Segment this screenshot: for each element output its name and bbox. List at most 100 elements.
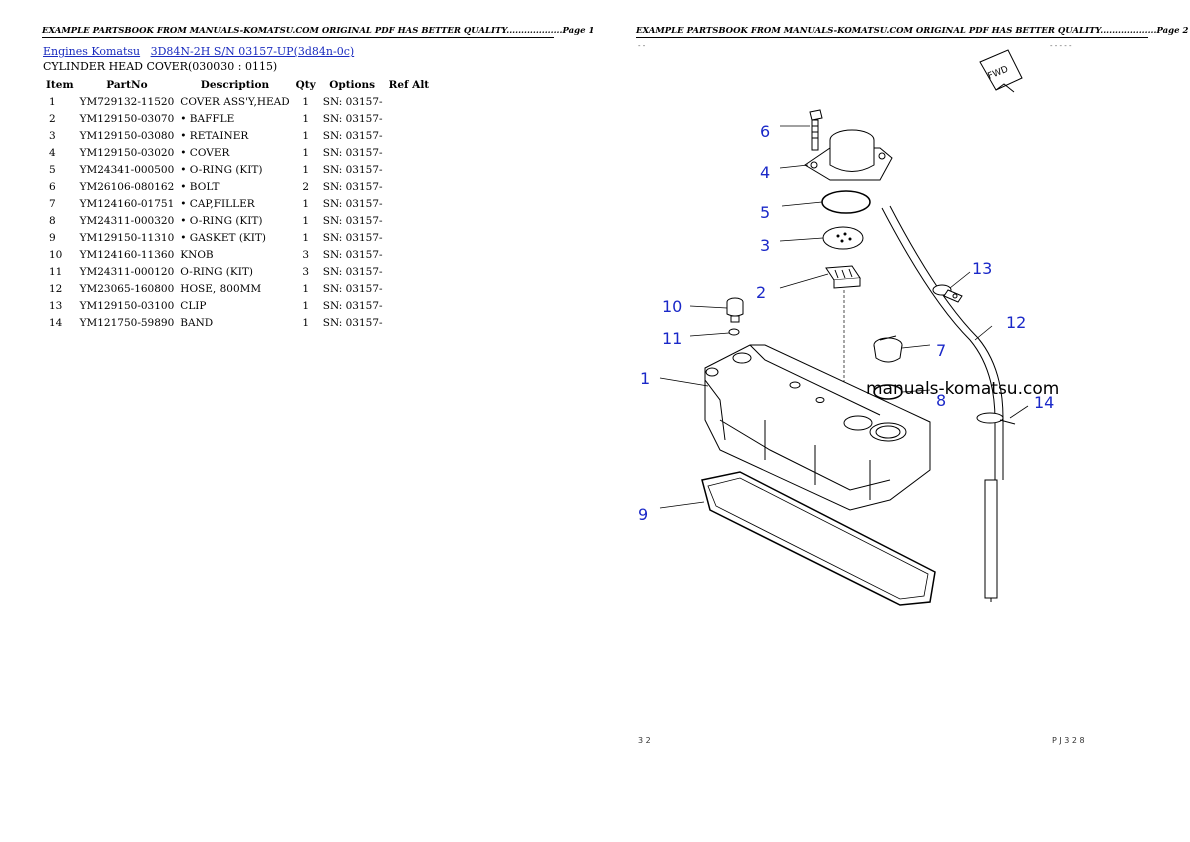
table-cell-ref-alt [386,212,433,229]
table-cell-description: BAND [180,316,214,329]
table-cell-partno: YM129150-03080 [79,129,175,142]
table-cell-description: HOSE, 800MM [180,282,262,295]
table-cell-description: • GASKET (KIT) [180,231,267,244]
table-cell-ref-alt [386,127,433,144]
table-cell-item: 3 [49,129,56,142]
table-cell-description: • CAP,FILLER [180,197,255,210]
table-cell-options: SN: 03157- [322,231,383,244]
table-cell-qty: 1 [302,129,310,142]
table-cell-qty: 3 [302,265,310,278]
page2-header: EXAMPLE PARTSBOOK FROM MANUALS-KOMATSU.C… [636,26,1189,36]
table-cell-ref-alt [386,178,433,195]
callout-11: 11 [662,329,682,348]
table-cell-options: SN: 03157- [322,163,383,176]
table-cell-qty: 1 [302,282,310,295]
table-cell-item: 12 [49,282,63,295]
breadcrumb: Engines Komatsu 3D84N-2H S/N 03157-UP(3d… [43,45,354,58]
col-qty: Qty [295,78,316,91]
table-cell-description: KNOB [180,248,214,261]
part-filler-cap-7 [873,335,903,363]
table-cell-ref-alt [386,93,433,110]
breadcrumb-link-model[interactable]: 3D84N-2H S/N 03157-UP(3d84n-0c) [150,45,355,58]
callout-4: 4 [760,163,770,182]
callout-8: 8 [936,391,946,410]
parts-table-header: Item PartNo Description Qty Options Ref … [43,76,432,93]
part-knob-10 [726,297,744,323]
table-cell-options: SN: 03157- [322,197,383,210]
table-cell-partno: YM124160-01751 [79,197,175,210]
table-cell-partno: YM24341-000500 [79,163,175,176]
table-cell-item: 4 [49,146,56,159]
table-cell-item: 8 [49,214,56,227]
table-cell-description: • O-RING (KIT) [180,163,263,176]
page1-header-rule [42,37,554,38]
callout-13: 13 [972,259,992,278]
table-cell-item: 10 [49,248,63,261]
table-cell-ref-alt [386,161,433,178]
table-cell-ref-alt [386,246,433,263]
table-cell-options: SN: 03157- [322,265,383,278]
part-head-cover-1 [704,344,931,511]
part-clip-13 [932,284,963,303]
table-cell-item: 5 [49,163,56,176]
table-cell-item: 11 [49,265,63,278]
footer-left-mark: 3 2 [638,736,651,745]
table-cell-qty: 1 [302,163,310,176]
table-cell-description: CLIP [180,299,207,312]
table-cell-ref-alt [386,195,433,212]
table-cell-qty: 1 [302,316,310,329]
callout-6: 6 [760,122,770,141]
col-description: Description [200,78,270,91]
page2-header-rule [636,37,1148,38]
col-partno: PartNo [106,78,148,91]
table-cell-partno: YM129150-03020 [79,146,175,159]
table-cell-partno: YM124160-11360 [79,248,175,261]
table-cell-options: SN: 03157- [322,112,383,125]
table-cell-options: SN: 03157- [322,282,383,295]
part-oring-5 [821,190,871,214]
table-cell-item: 9 [49,231,56,244]
part-baffle-2 [825,265,861,289]
callout-3: 3 [760,236,770,255]
table-cell-options: SN: 03157- [322,316,383,329]
table-cell-item: 14 [49,316,63,329]
table-cell-partno: YM129150-03100 [79,299,175,312]
table-cell-partno: YM129150-11310 [79,231,175,244]
table-cell-partno: YM121750-59890 [79,316,175,329]
page2-top-left-mark: - - [638,42,646,50]
table-cell-description: • RETAINER [180,129,249,142]
table-cell-item: 1 [49,95,56,108]
breadcrumb-link-engines[interactable]: Engines Komatsu [43,45,141,58]
callout-9: 9 [638,505,648,524]
part-gasket-9 [701,471,936,606]
callout-1: 1 [640,369,650,388]
table-cell-options: SN: 03157- [322,180,383,193]
parts-table: Item PartNo Description Qty Options Ref … [43,76,432,331]
table-cell-qty: 2 [302,180,310,193]
table-cell-partno: YM26106-080162 [79,180,175,193]
table-cell-description: • BOLT [180,180,220,193]
table-cell-description: • BAFFLE [180,112,235,125]
table-cell-ref-alt [386,144,433,161]
table-cell-options: SN: 03157- [322,214,383,227]
col-options: Options [329,78,376,91]
table-row: 5 YM24341-000500 • O-RING (KIT) 1 SN: 03157- [43,161,432,178]
table-cell-ref-alt [386,297,433,314]
table-cell-item: 6 [49,180,56,193]
table-cell-partno: YM23065-160800 [79,282,175,295]
table-cell-options: SN: 03157- [322,299,383,312]
table-cell-ref-alt [386,110,433,127]
table-cell-qty: 1 [302,112,310,125]
table-row: 12 YM23065-160800 HOSE, 800MM 1 SN: 03157- [43,280,432,297]
page2-top-right-mark: - - - - - [1050,42,1072,50]
table-cell-options: SN: 03157- [322,146,383,159]
page1-header: EXAMPLE PARTSBOOK FROM MANUALS-KOMATSU.C… [42,26,595,36]
